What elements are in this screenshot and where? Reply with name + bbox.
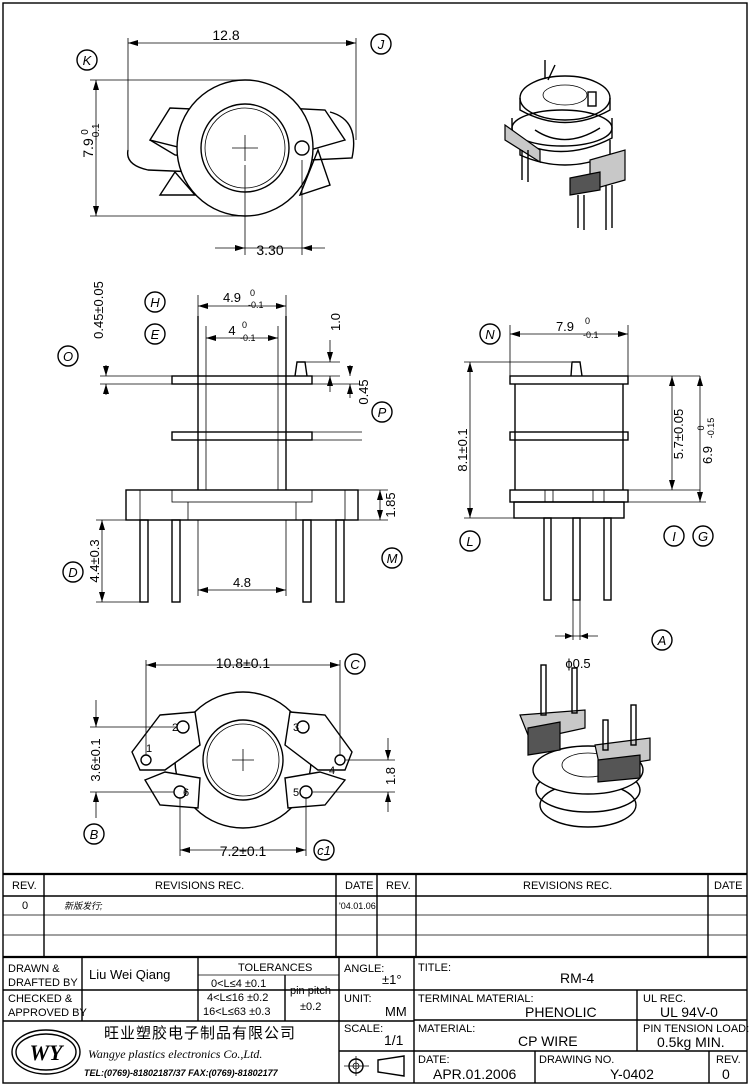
dim-front-flange: 0.45±0.05 bbox=[91, 281, 106, 339]
pin-label-4: 4 bbox=[329, 765, 335, 777]
dim-side-width: 7.9 bbox=[556, 319, 574, 334]
dim-front-pin-top: 1.0 bbox=[328, 313, 343, 331]
dim-front-gap: 0.45 bbox=[356, 379, 371, 404]
iso-view-top bbox=[504, 60, 626, 230]
label-j: J bbox=[377, 37, 385, 52]
pin-label-3: 3 bbox=[293, 722, 299, 734]
label-b: B bbox=[90, 827, 99, 842]
bottom-view: 1 2 3 4 5 6 10.8±0.1 3.6±0.1 1.8 7.2±0.1 bbox=[83, 653, 398, 861]
label-h: H bbox=[150, 295, 160, 310]
dim-front-inner-lower: -0.1 bbox=[240, 333, 256, 343]
dim-side-height: 8.1±0.1 bbox=[455, 428, 470, 471]
dim-side-width-upper: 0 bbox=[585, 316, 590, 326]
dim-front-pin-length: 4.4±0.3 bbox=[87, 539, 102, 582]
label-d: D bbox=[68, 565, 77, 580]
dim-bottom-height: 3.6±0.1 bbox=[88, 738, 103, 781]
pin-label-6: 6 bbox=[183, 787, 189, 799]
dim-top-width: 12.8 bbox=[212, 27, 239, 43]
pin-label-2: 2 bbox=[172, 722, 178, 734]
pin-label-5: 5 bbox=[293, 787, 299, 799]
dim-front-outer: 4.9 bbox=[223, 290, 241, 305]
dim-bottom-span: 7.2±0.1 bbox=[220, 843, 267, 859]
pin-label-1: 1 bbox=[146, 743, 152, 755]
dim-side-mid: 5.7±0.05 bbox=[671, 409, 686, 460]
title-block-grid bbox=[3, 872, 747, 1083]
label-o: O bbox=[63, 349, 73, 364]
dim-bottom-pitch: 1.8 bbox=[383, 767, 398, 785]
dim-side-width-lower: -0.1 bbox=[583, 330, 599, 340]
dim-top-height-lower: -0.1 bbox=[91, 123, 102, 141]
dim-top-height: 7.9 bbox=[80, 138, 96, 158]
dim-pin-dia: ϕ0.5 bbox=[565, 656, 590, 671]
dim-top-height-upper: 0 bbox=[80, 129, 91, 135]
side-view: 7.9 0 -0.1 8.1±0.1 5.7±0.05 6.9 0 -0.15 … bbox=[455, 316, 716, 671]
label-c: C bbox=[350, 657, 360, 672]
dim-front-pin-span: 4.8 bbox=[233, 575, 251, 590]
dim-front-outer-lower: -0.1 bbox=[248, 300, 264, 310]
label-a: A bbox=[657, 633, 667, 648]
label-m: M bbox=[387, 551, 398, 566]
label-c1: c1 bbox=[317, 843, 331, 858]
front-view: 4.9 0 -0.1 4 0 -0.1 1.0 0.45 0.45±0.05 bbox=[57, 281, 403, 603]
dim-front-inner: 4 bbox=[228, 323, 235, 338]
dim-front-base: 1.85 bbox=[383, 492, 398, 517]
dim-side-total-lower: -0.15 bbox=[706, 418, 716, 439]
top-view: 12.8 7.9 0 -0.1 3.30 K J bbox=[76, 27, 392, 258]
iso-view-bottom bbox=[519, 664, 651, 828]
label-e: E bbox=[151, 327, 160, 342]
label-i: I bbox=[672, 529, 676, 544]
dim-bottom-width: 10.8±0.1 bbox=[216, 655, 271, 671]
label-g: G bbox=[698, 529, 708, 544]
dim-front-inner-upper: 0 bbox=[242, 320, 247, 330]
label-n: N bbox=[485, 327, 495, 342]
dim-front-outer-upper: 0 bbox=[250, 288, 255, 298]
label-p: P bbox=[378, 405, 387, 420]
label-k: K bbox=[83, 53, 93, 68]
dim-side-total: 6.9 bbox=[700, 446, 715, 464]
dim-top-offset: 3.30 bbox=[256, 242, 283, 258]
dim-side-total-upper: 0 bbox=[696, 425, 706, 430]
label-l: L bbox=[466, 534, 473, 549]
logo-text: WY bbox=[30, 1040, 66, 1065]
